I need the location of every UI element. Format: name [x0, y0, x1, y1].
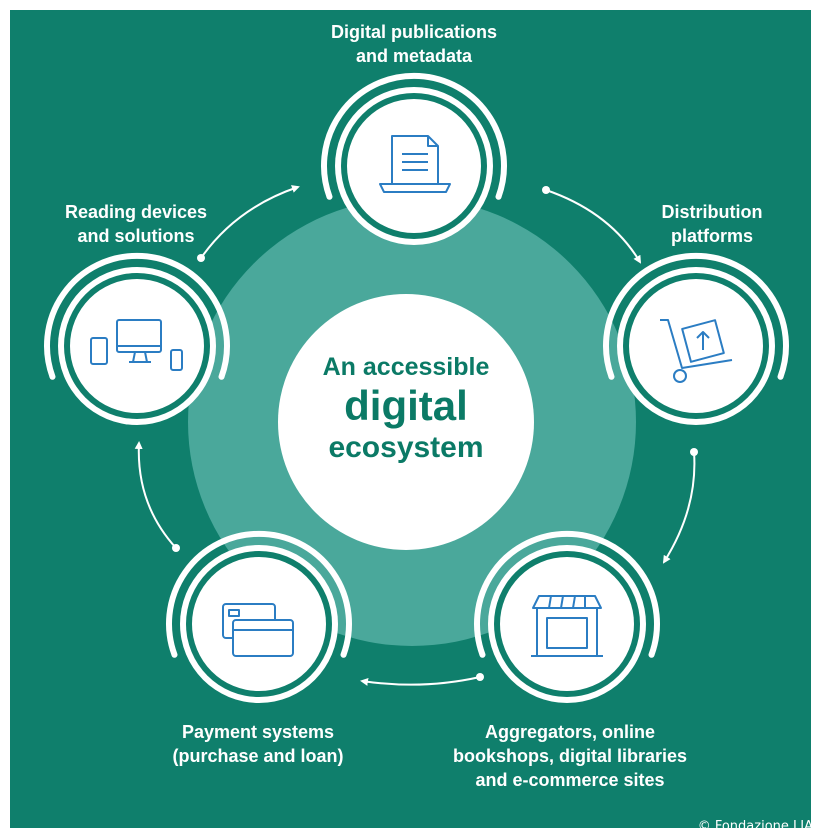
node-outer-arc — [166, 530, 352, 658]
label-line: platforms — [670, 226, 753, 246]
node-devices — [44, 252, 230, 425]
node-outer-arc — [321, 72, 507, 200]
connector-aggregators-to-payment — [360, 676, 481, 686]
connector-publications-to-distribution — [545, 189, 642, 264]
node-outer-arc — [603, 252, 789, 380]
copyright-notice: © Fondazione LIA — [697, 819, 813, 834]
label-publications: Digital publications and metadata — [314, 20, 514, 68]
label-aggregators: Aggregators, online bookshops, digital l… — [440, 720, 700, 792]
node-outer-arc — [474, 530, 660, 658]
label-line: and metadata — [355, 46, 473, 66]
center-title: An accessible digital ecosystem — [286, 352, 526, 466]
center-disc — [278, 294, 534, 550]
connector-dots — [172, 186, 698, 681]
label-devices: Reading devices and solutions — [46, 200, 226, 248]
center-title-line1: An accessible — [322, 353, 490, 381]
label-line: bookshops, digital libraries — [452, 746, 688, 766]
cycle-connectors — [134, 185, 696, 686]
label-line: and solutions — [77, 226, 195, 246]
center-title-line3: ecosystem — [328, 431, 484, 464]
credit-cards-icon — [222, 603, 294, 657]
document-laptop-icon — [379, 135, 451, 193]
center-title-line2: digital — [344, 382, 468, 429]
label-line: (purchase and loan) — [172, 746, 344, 766]
node-distribution — [603, 252, 789, 425]
connector-payment-to-devices — [134, 441, 177, 549]
label-line: and e-commerce sites — [475, 770, 665, 790]
node-publications — [321, 72, 507, 245]
node-outer-arc — [44, 252, 230, 380]
node-aggregators — [474, 530, 660, 703]
label-line: Aggregators, online — [484, 722, 655, 742]
connector-devices-to-publications — [200, 185, 300, 259]
label-line: Digital publications — [330, 22, 497, 42]
node-disc — [500, 557, 634, 691]
label-payment: Payment systems (purchase and loan) — [148, 720, 368, 768]
connector-distribution-to-aggregators — [662, 451, 696, 564]
label-line: Distribution — [661, 202, 763, 222]
label-distribution: Distribution platforms — [622, 200, 802, 248]
node-disc — [347, 99, 481, 233]
label-line: Payment systems — [181, 722, 335, 742]
hand-truck-box-icon — [660, 319, 733, 383]
label-line: Reading devices — [64, 202, 208, 222]
node-payment — [166, 530, 352, 703]
storefront-icon — [531, 595, 603, 657]
devices-icon — [90, 319, 183, 371]
node-disc — [629, 279, 763, 413]
